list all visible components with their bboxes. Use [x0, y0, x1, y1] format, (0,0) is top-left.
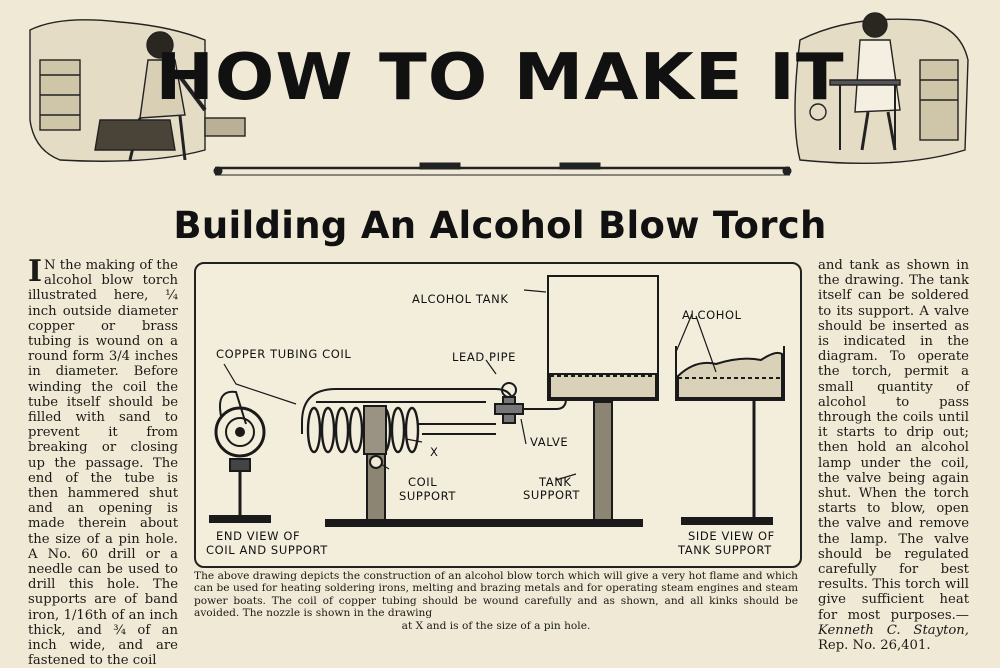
label-tank-support-1: TANK	[538, 475, 572, 489]
article-headline: Building An Alcohol Blow Torch	[173, 204, 827, 247]
banner-decoration	[29, 12, 969, 176]
caption-text: The above drawing depicts the constructi…	[194, 570, 798, 620]
end-view-illustration	[209, 390, 271, 523]
author-signature: Kenneth C. Stayton,	[818, 622, 969, 638]
label-alcohol-tank: ALCOHOL TANK	[412, 292, 508, 306]
drop-cap: I	[28, 254, 43, 289]
banner-title: HOW TO MAKE IT	[155, 39, 845, 115]
ornamental-rule	[213, 162, 792, 176]
banner: HOW TO MAKE IT	[0, 0, 1000, 190]
label-copper-tubing-coil: COPPER TUBING COIL	[216, 347, 351, 361]
torch-diagram: ALCOHOL TANK ALCOHOL COPPER TUBING COIL …	[194, 262, 802, 568]
label-coil-support-1: COIL	[408, 475, 437, 489]
caption-last-line: at X and is of the size of a pin hole.	[401, 619, 591, 632]
article-right-column: and tank as shown in the drawing. The ta…	[818, 258, 969, 653]
right-column-text: and tank as shown in the drawing. The ta…	[818, 258, 969, 623]
label-alcohol: ALCOHOL	[682, 308, 742, 322]
label-side-view-2: TANK SUPPORT	[677, 543, 772, 557]
label-x-mark: X	[430, 445, 438, 459]
copper-coil-illustration	[301, 388, 516, 455]
alcohol-tank-illustration	[547, 275, 659, 521]
coil-support-illustration	[325, 453, 643, 527]
label-coil-support-2: SUPPORT	[399, 489, 456, 503]
label-side-view-1: SIDE VIEW OF	[688, 529, 775, 543]
article-left-column: I N the making of the alcohol blow torch…	[28, 254, 178, 668]
label-valve: VALVE	[530, 435, 568, 449]
figure-caption: The above drawing depicts the constructi…	[194, 570, 798, 632]
label-end-view-2: COIL AND SUPPORT	[206, 543, 328, 557]
right-workman-illustration	[794, 12, 969, 165]
label-leaders	[223, 289, 717, 481]
label-end-view-1: END VIEW OF	[216, 529, 300, 543]
left-column-text: N the making of the alcohol blow torch i…	[28, 258, 178, 668]
label-tank-support-2: SUPPORT	[523, 488, 580, 502]
rep-number: Rep. No. 26,401.	[818, 638, 931, 654]
left-workman-illustration	[29, 19, 246, 162]
torch-diagram-drawing: ALCOHOL TANK ALCOHOL COPPER TUBING COIL …	[206, 275, 785, 557]
side-view-illustration	[675, 346, 785, 525]
label-lead-pipe: LEAD PIPE	[452, 350, 516, 364]
